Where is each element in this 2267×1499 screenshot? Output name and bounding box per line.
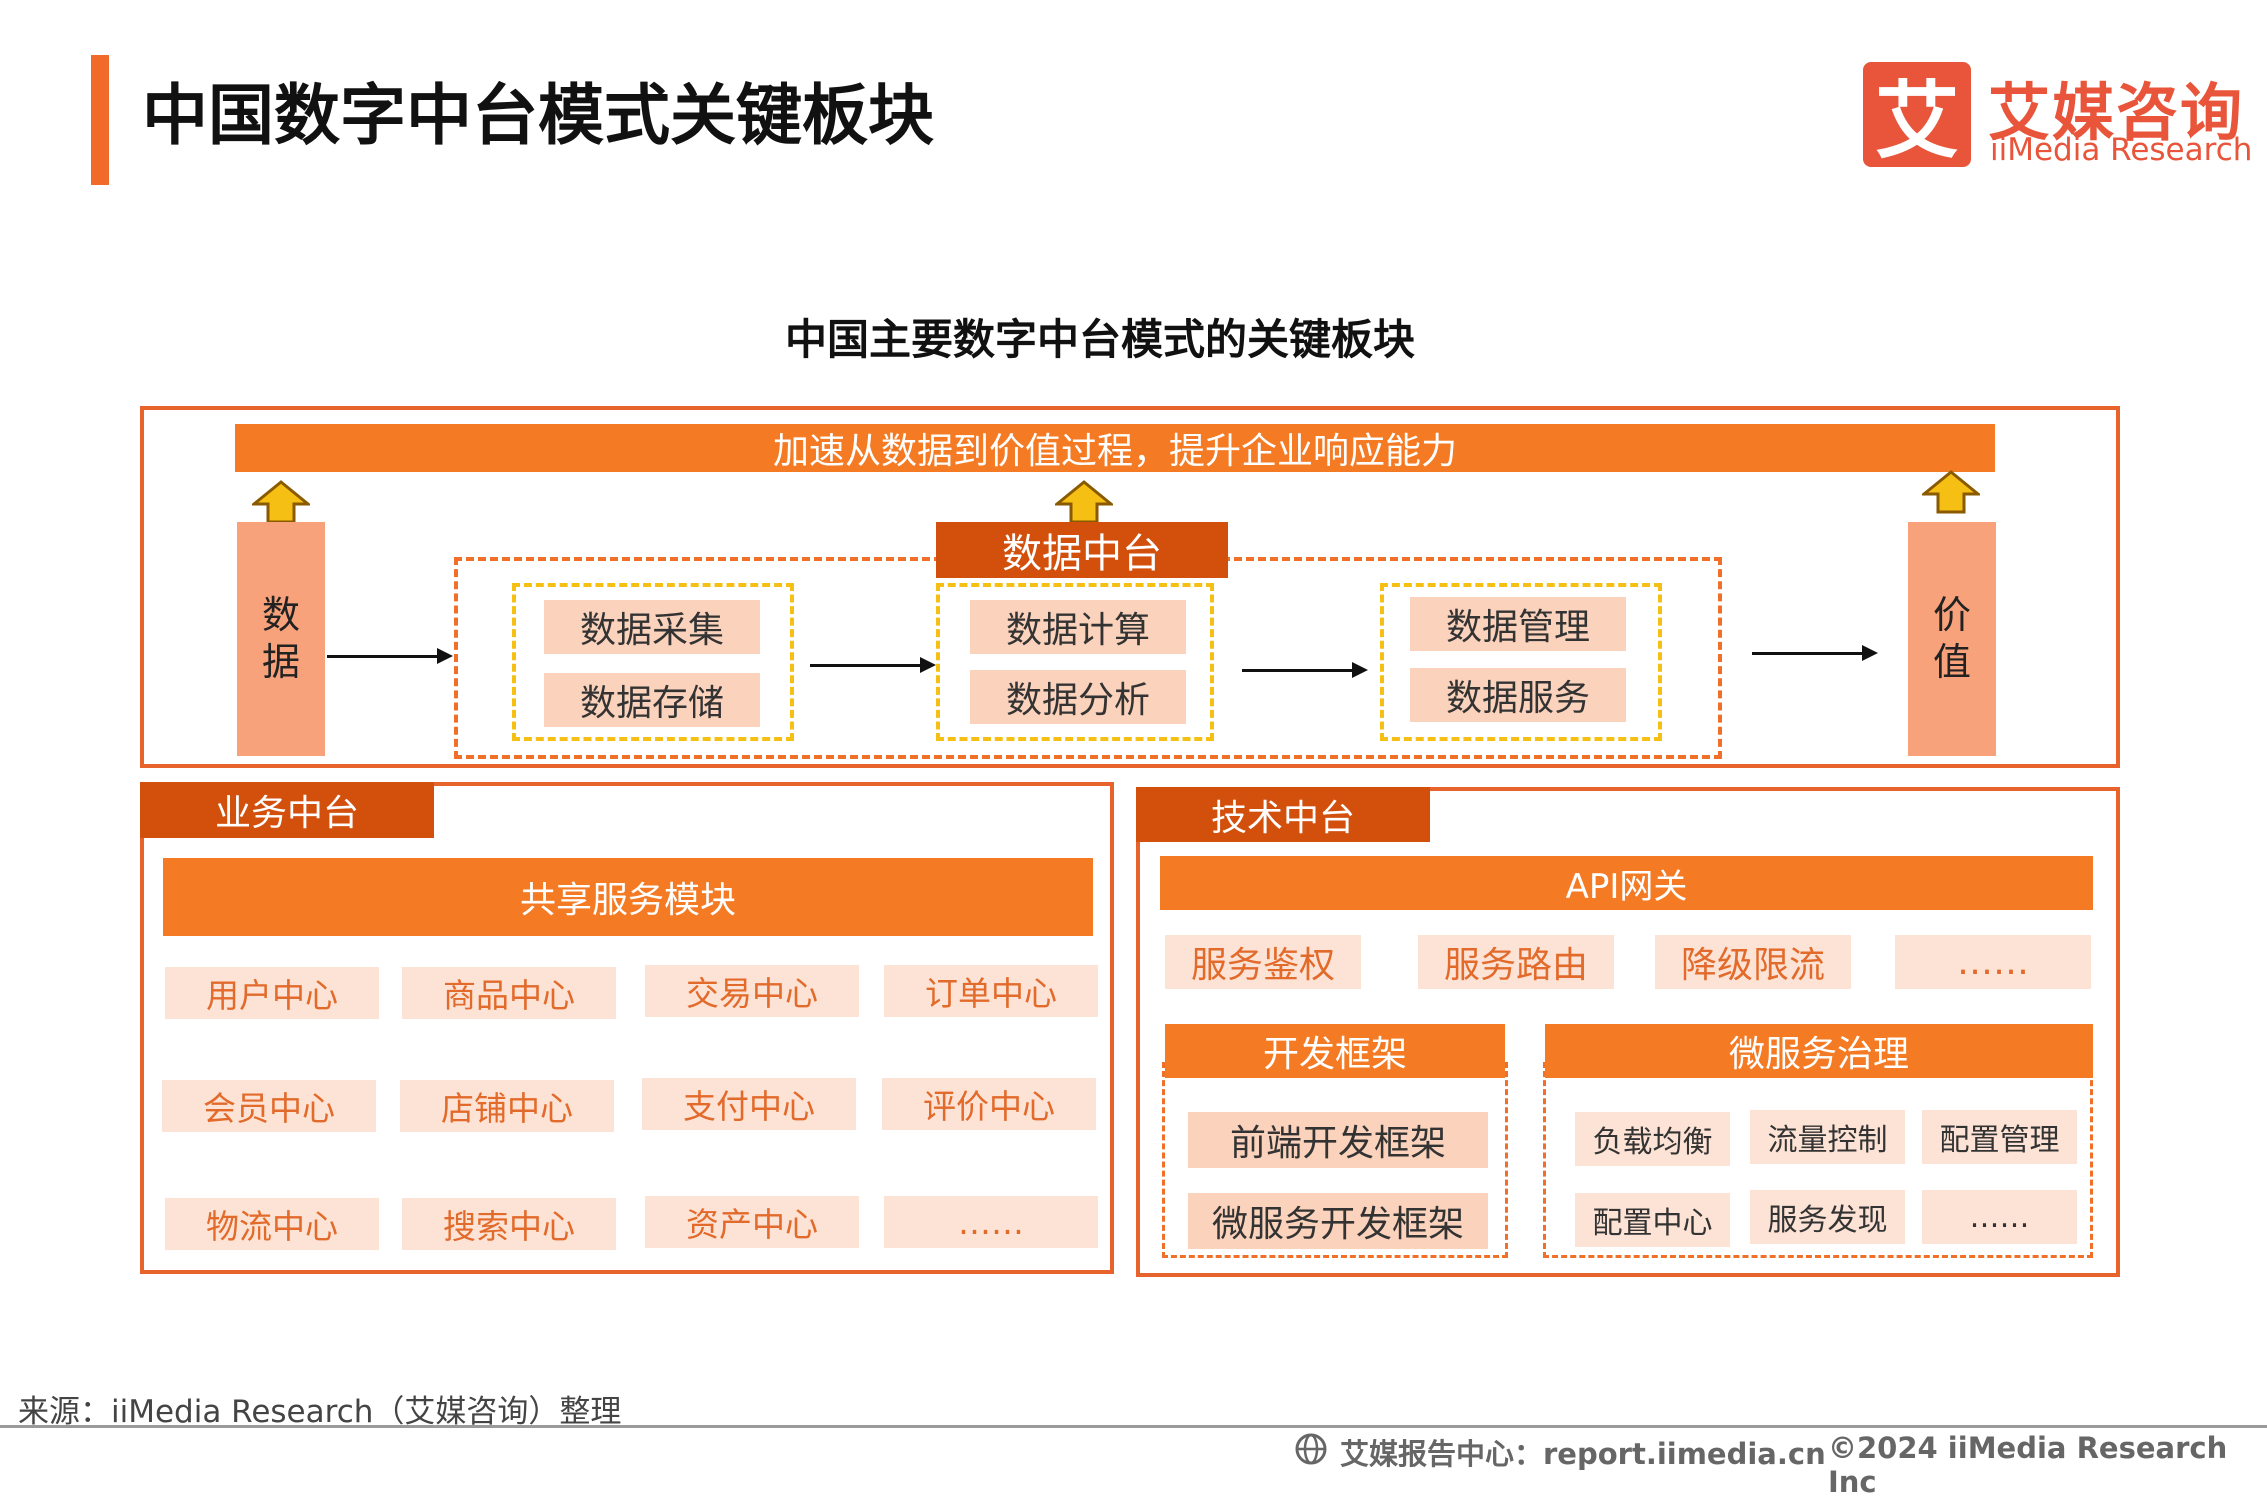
dev-framework-item: 前端开发框架 <box>1188 1112 1488 1168</box>
data-platform-section <box>140 406 2120 768</box>
business-item: 会员中心 <box>162 1080 376 1132</box>
source-note: 来源：iiMedia Research（艾媒咨询）整理 <box>18 1394 622 1430</box>
business-item: 店铺中心 <box>400 1080 614 1132</box>
globe-icon <box>1295 1433 1327 1465</box>
data-chip: 数据计算 <box>970 600 1186 654</box>
business-platform-section <box>140 782 1114 1274</box>
shared-services-banner: 共享服务模块 <box>163 858 1093 936</box>
business-item: 支付中心 <box>642 1078 856 1130</box>
gateway-item: 服务路由 <box>1418 935 1614 989</box>
arrow-line <box>327 655 439 658</box>
business-item: 搜索中心 <box>402 1198 616 1250</box>
gateway-item: 服务鉴权 <box>1165 935 1361 989</box>
data-chip: 数据分析 <box>970 670 1186 724</box>
arrow-right-icon <box>920 657 936 673</box>
data-group <box>936 583 1214 741</box>
diagram-title: 中国主要数字中台模式的关键板块 <box>784 315 1415 364</box>
arrow-line <box>1752 652 1864 655</box>
business-item: 商品中心 <box>402 967 616 1019</box>
data-group <box>1380 583 1662 741</box>
governance-item: 负载均衡 <box>1575 1112 1730 1166</box>
top-banner: 加速从数据到价值过程，提升企业响应能力 <box>235 424 1995 472</box>
dev-framework-item: 微服务开发框架 <box>1188 1193 1488 1249</box>
business-item: 订单中心 <box>884 965 1098 1017</box>
value-column: 价 值 <box>1908 522 1996 756</box>
business-item: 评价中心 <box>882 1078 1096 1130</box>
data-column: 数 据 <box>237 522 325 756</box>
gateway-item: 降级限流 <box>1655 935 1851 989</box>
arrow-line <box>810 664 922 667</box>
governance-item: 配置管理 <box>1922 1110 2077 1164</box>
business-item: 交易中心 <box>645 965 859 1017</box>
data-chip: 数据存储 <box>544 673 760 727</box>
governance-item: …… <box>1922 1190 2077 1244</box>
up-arrow-icon <box>1055 480 1113 524</box>
data-chip: 数据服务 <box>1410 668 1626 722</box>
business-item: 资产中心 <box>645 1196 859 1248</box>
logo-text-en: iiMedia Research <box>1990 132 2253 168</box>
arrow-right-icon <box>437 648 453 664</box>
data-chip: 数据管理 <box>1410 597 1626 651</box>
arrow-line <box>1242 669 1354 672</box>
report-center-link[interactable]: 艾媒报告中心：report.iimedia.cn <box>1340 1437 1826 1471</box>
up-arrow-icon <box>1922 470 1980 514</box>
business-item: …… <box>884 1196 1098 1248</box>
business-platform-label: 业务中台 <box>140 782 434 838</box>
page-title: 中国数字中台模式关键板块 <box>142 77 934 154</box>
arrow-right-icon <box>1862 645 1878 661</box>
tech-platform-label: 技术中台 <box>1136 787 1430 842</box>
up-arrow-icon <box>252 480 310 524</box>
data-group <box>512 583 794 741</box>
business-item: 用户中心 <box>165 967 379 1019</box>
data-platform-label: 数据中台 <box>936 522 1228 578</box>
governance-item: 配置中心 <box>1575 1193 1730 1247</box>
dev-framework-banner: 开发框架 <box>1165 1024 1505 1078</box>
arrow-right-icon <box>1352 662 1368 678</box>
title-accent-bar <box>91 55 109 185</box>
tech-platform-section <box>1136 787 2120 1277</box>
footer-divider <box>0 1425 2267 1428</box>
governance-item: 服务发现 <box>1750 1190 1905 1244</box>
business-item: 物流中心 <box>165 1198 379 1250</box>
api-gateway-banner: API网关 <box>1160 856 2093 910</box>
gateway-item: …… <box>1895 935 2091 989</box>
data-chip: 数据采集 <box>544 600 760 654</box>
logo-mark: 艾 <box>1863 62 1971 170</box>
logo-text-cn: 艾媒咨询 <box>1988 76 2245 149</box>
copyright: ©2024 iiMedia Research Inc <box>1828 1431 2228 1499</box>
governance-banner: 微服务治理 <box>1545 1024 2093 1078</box>
governance-item: 流量控制 <box>1750 1110 1905 1164</box>
